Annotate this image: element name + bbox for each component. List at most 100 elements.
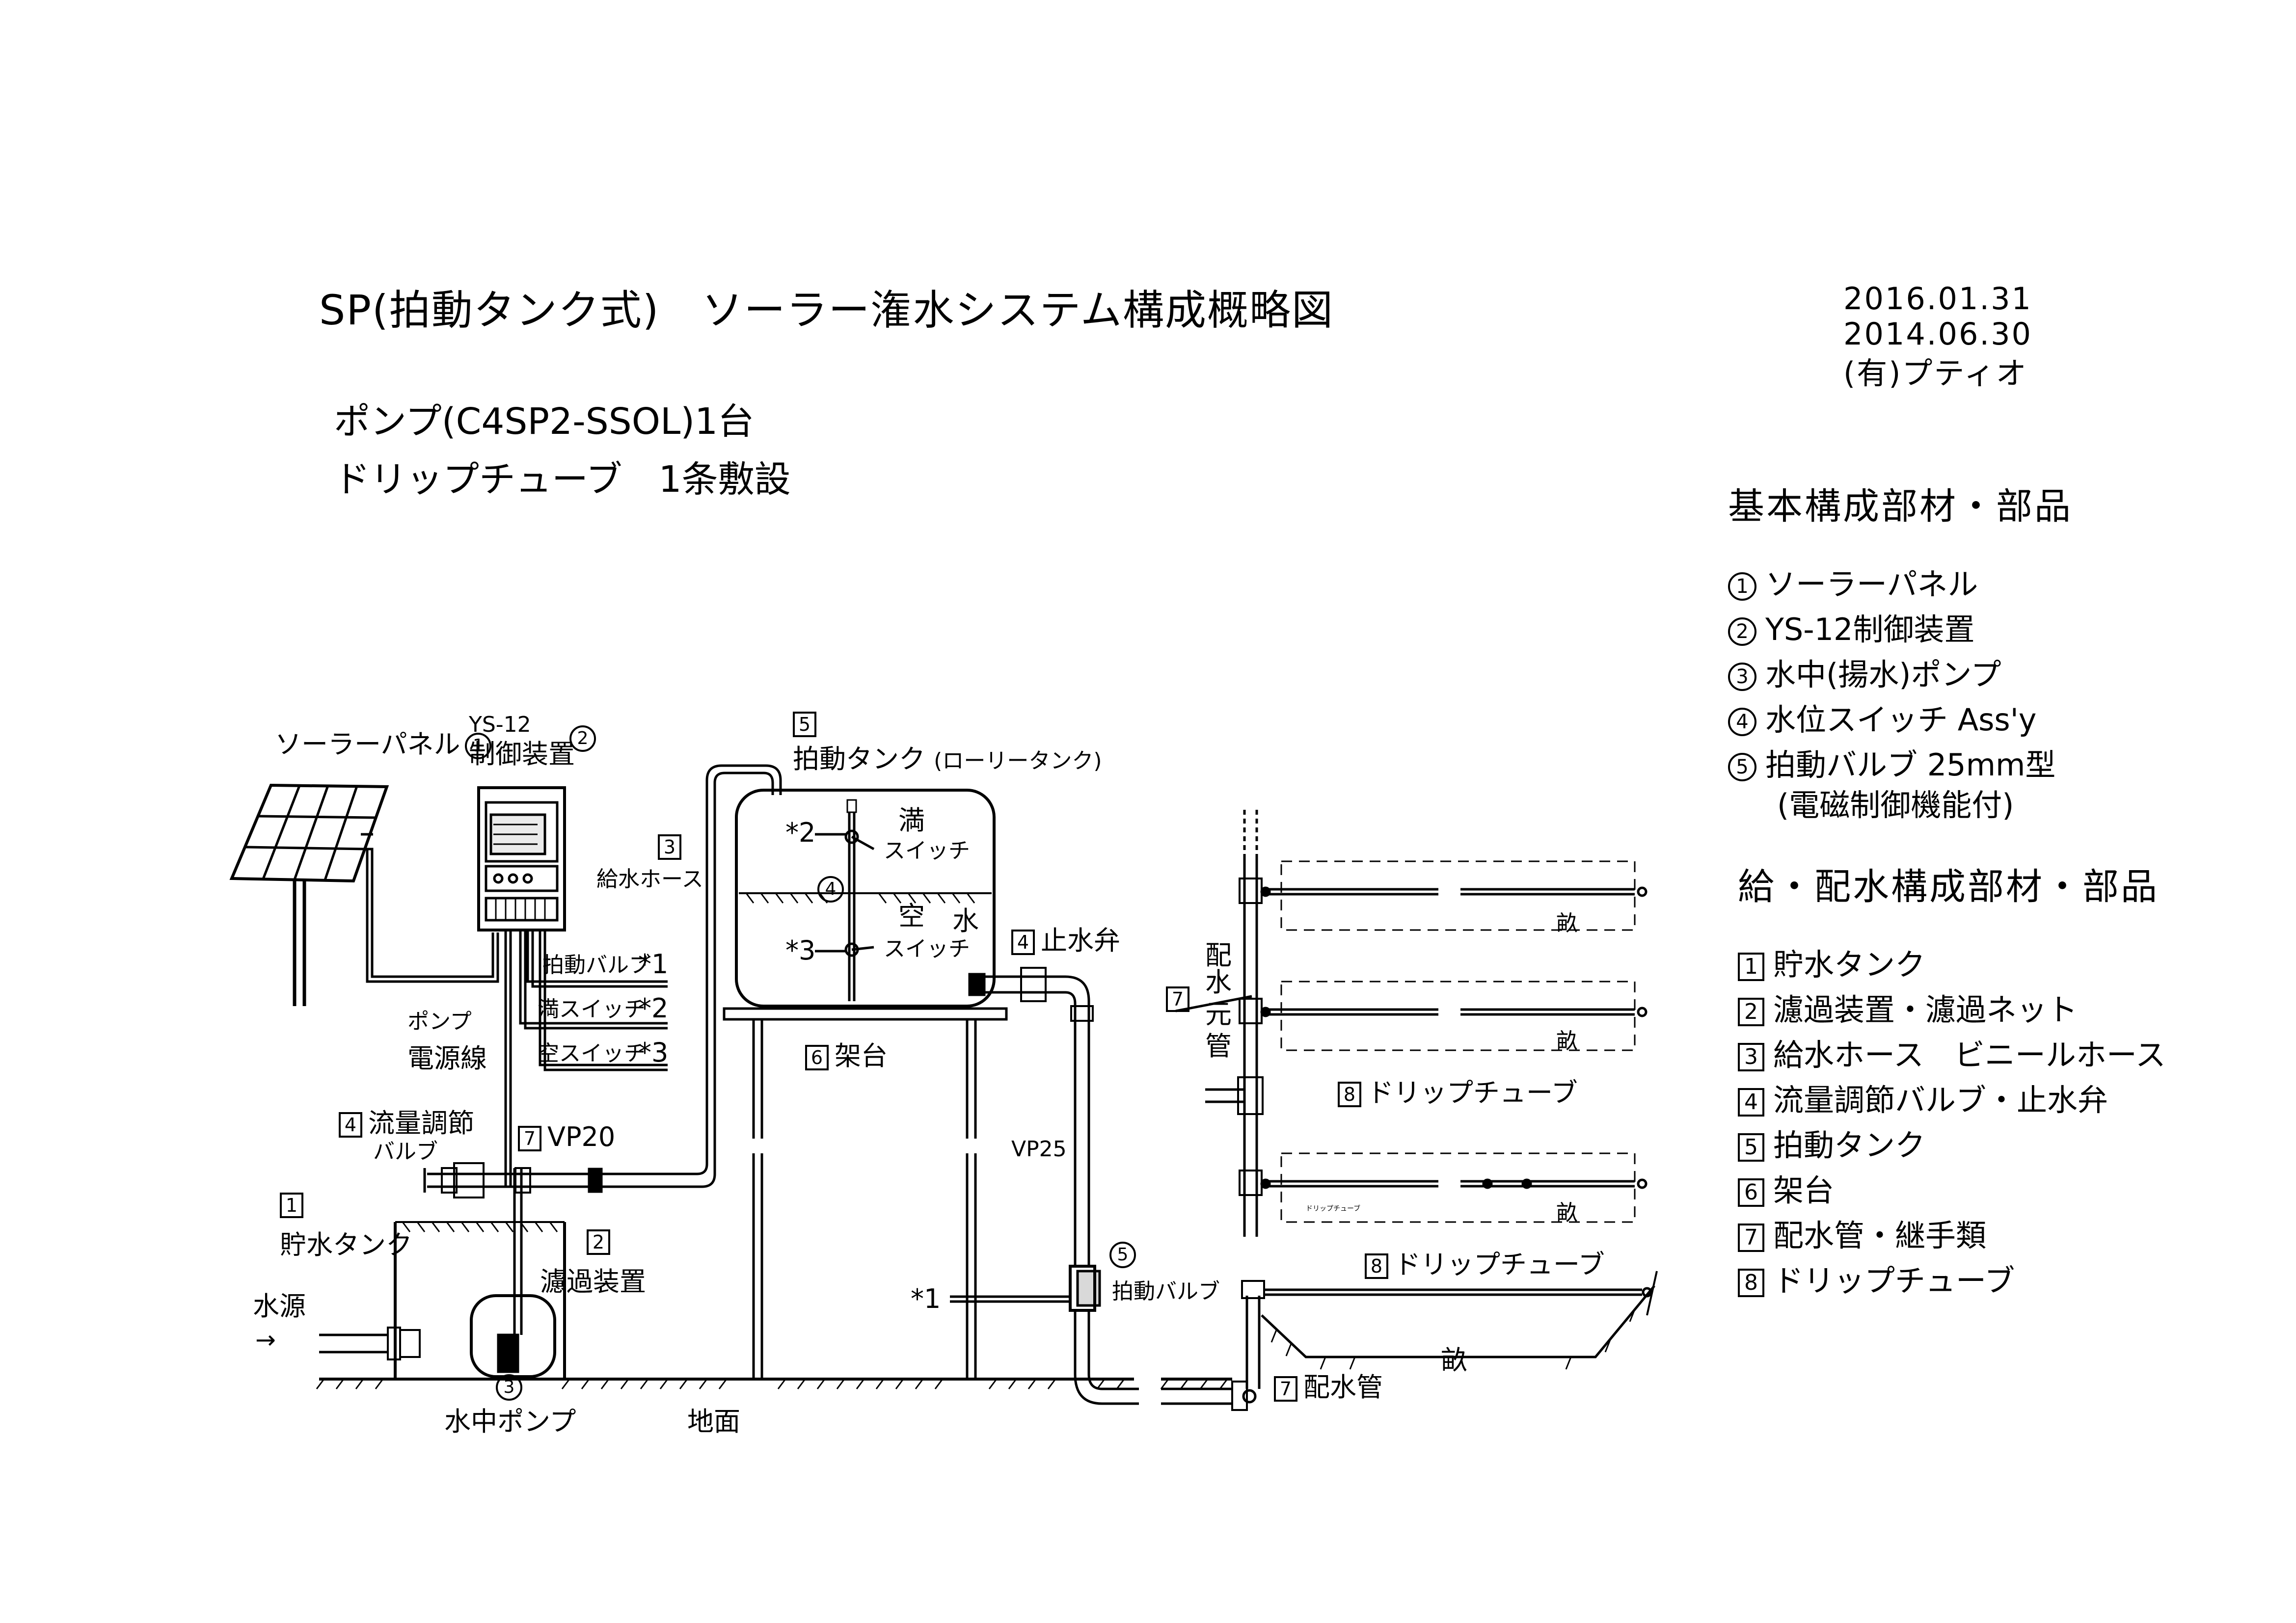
legend-supply-item: 3 給水ホース ビニールホース xyxy=(1738,1040,2166,1071)
legend-basic-item: 5 拍動バルブ 25mm型 xyxy=(1728,750,2055,781)
vp25-label: VP25 xyxy=(1011,1137,1067,1162)
item-label: 拍動バルブ 25mm型 xyxy=(1765,747,2056,783)
flow-valve-pipe xyxy=(423,764,782,1198)
wire-valve-label: 拍動バルブ xyxy=(542,953,650,978)
item-label: ドリップチューブ xyxy=(1773,1263,2015,1299)
item-number: 7 xyxy=(1738,1223,1764,1252)
controller-model: YS-12 xyxy=(469,712,531,737)
power-line-label-2: 電源線 xyxy=(407,1043,487,1074)
legend-supply-item: 5 拍動タンク xyxy=(1738,1130,1925,1162)
item-label: 水中(揚水)ポンプ xyxy=(1765,657,2001,692)
item-number: 8 xyxy=(1738,1268,1764,1297)
item-label: 貯水タンク xyxy=(1773,947,1926,983)
arrow-icon: → xyxy=(255,1326,276,1354)
float-number: 4 xyxy=(812,876,849,903)
item-number: 6 xyxy=(1738,1178,1764,1207)
legend-basic-item: 1 ソーラーパネル xyxy=(1728,569,1978,601)
drip-spec: ドリップチューブ 1条敷設 xyxy=(334,458,791,501)
item-label: ソーラーパネル xyxy=(1765,566,1978,602)
pulsing-tank xyxy=(735,789,996,1008)
pump-spec: ポンプ(C4SP2-SSOL)1台 xyxy=(334,400,755,443)
mark-1: *1 xyxy=(638,949,669,980)
ptank-number: 5 xyxy=(793,712,822,737)
main-pipe-label-1: 配 xyxy=(1205,940,1232,971)
mark-2-tank: *2 xyxy=(785,817,816,848)
empty-label-1: 空 xyxy=(898,901,925,931)
wire-empty-label: 空スイッチ xyxy=(538,1041,646,1066)
legend-supply-item: 2 濾過装置・濾過ネット xyxy=(1738,995,2078,1026)
hose-number: 3 xyxy=(658,834,687,860)
full-label-1: 満 xyxy=(898,805,925,836)
storage-number: 1 xyxy=(280,1193,309,1218)
mark-1-valve: *1 xyxy=(911,1283,941,1314)
pump-label: 水中ポンプ xyxy=(444,1406,576,1437)
page-title: SP(拍動タンク式) ソーラー潅水システム構成概略図 xyxy=(319,286,1334,334)
controller-label: 制御装置 xyxy=(469,739,575,770)
item-number: 5 xyxy=(1738,1133,1764,1162)
filter-number: 2 xyxy=(587,1229,616,1255)
ridge-label-1: 畝 xyxy=(1556,911,1578,936)
item-label: 濾過装置・濾過ネット xyxy=(1773,992,2078,1028)
pump-number: 3 xyxy=(491,1374,527,1401)
main-pipe-label-2: 水 xyxy=(1205,967,1232,998)
ptank-label: 拍動タンク (ローリータンク) xyxy=(793,744,1102,774)
item-number: 4 xyxy=(1738,1088,1764,1117)
full-label-2: スイッチ xyxy=(884,838,970,863)
legend-supply-item: 8 ドリップチューブ xyxy=(1738,1266,2015,1297)
filter-label: 濾過装置 xyxy=(540,1266,646,1297)
hose-label: 給水ホース xyxy=(596,867,703,892)
mark-3: *3 xyxy=(638,1037,669,1068)
item-number: 2 xyxy=(1738,997,1764,1026)
company-name: (有)プティオ xyxy=(1843,355,2028,391)
item-number: 4 xyxy=(1728,707,1756,736)
ground-line xyxy=(316,1271,1658,1389)
item-number: 1 xyxy=(1738,952,1764,981)
ridge-label-section: 畝 xyxy=(1441,1345,1467,1376)
mark-2: *2 xyxy=(638,993,669,1024)
storage-tank-label: 貯水タンク xyxy=(280,1229,412,1260)
item-number: 2 xyxy=(1728,617,1756,646)
mark-3-tank: *3 xyxy=(785,935,816,966)
ground-label: 地面 xyxy=(687,1406,740,1437)
legend-supply-title: 給・配水構成部材・部品 xyxy=(1738,866,2159,908)
item-number: 1 xyxy=(1728,572,1756,601)
main-pipe-number: 7 xyxy=(1166,986,1195,1012)
legend-basic-note: (電磁制御機能付) xyxy=(1777,787,2014,823)
item-number: 5 xyxy=(1728,752,1756,781)
water-source-label: 水源 xyxy=(253,1291,306,1322)
ridge-label-3: 畝 xyxy=(1556,1200,1578,1225)
item-label: 給水ホース ビニールホース xyxy=(1773,1037,2166,1073)
item-number: 3 xyxy=(1738,1042,1764,1071)
outlet-pipe xyxy=(950,967,1652,1411)
storage-tank xyxy=(319,1168,566,1381)
ridge-label-2: 畝 xyxy=(1556,1029,1578,1054)
empty-label-2: スイッチ xyxy=(884,936,970,961)
date-created: 2014.06.30 xyxy=(1843,316,2032,352)
legend-basic-item: 4 水位スイッチ Ass'y xyxy=(1728,705,2036,736)
solar-panel xyxy=(229,783,389,1006)
controller-number: 2 xyxy=(565,725,601,752)
legend-supply-item: 1 貯水タンク xyxy=(1738,950,1925,981)
main-pipe-label-3: 元 xyxy=(1205,999,1232,1030)
legend-basic-item: 2 YS-12制御装置 xyxy=(1728,614,1975,646)
stand xyxy=(723,1007,1008,1379)
legend-basic-title: 基本構成部材・部品 xyxy=(1728,485,2073,528)
drip-small-label: ドリップチューブ xyxy=(1306,1205,1361,1213)
item-label: 拍動タンク xyxy=(1773,1127,1926,1163)
wire-full-label: 満スイッチ xyxy=(538,997,646,1022)
flow-valve-label-2: バルブ xyxy=(373,1139,438,1164)
item-label: 水位スイッチ Ass'y xyxy=(1765,702,2037,738)
item-label: YS-12制御装置 xyxy=(1765,612,1975,647)
